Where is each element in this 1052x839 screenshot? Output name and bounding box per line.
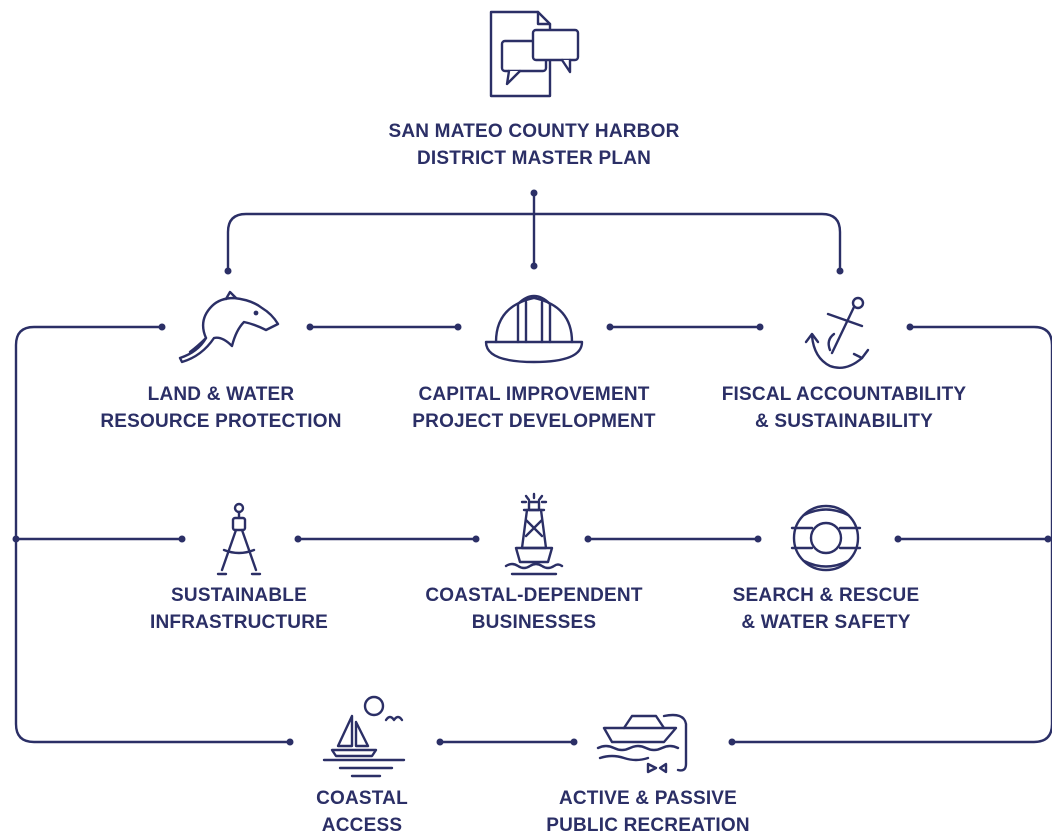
life-ring-icon [790, 504, 862, 572]
hard-hat-icon [484, 294, 584, 364]
dolphin-icon [178, 290, 280, 364]
node-label-coastal-dependent: COASTAL-DEPENDENT BUSINESSES [425, 585, 643, 633]
drafting-compass-icon [216, 502, 262, 576]
node-label-coastal-access: COASTAL ACCESS [316, 788, 408, 836]
anchor-icon [804, 296, 870, 369]
node-label-recreation: ACTIVE & PASSIVE PUBLIC RECREATION [546, 788, 750, 836]
node-label-land-water: LAND & WATER RESOURCE PROTECTION [100, 384, 342, 432]
buoy-lighthouse-icon [504, 492, 564, 576]
node-label-search-rescue: SEARCH & RESCUE & WATER SAFETY [732, 585, 920, 633]
document-speech-bubbles-icon [489, 10, 580, 98]
node-label-capital-improvement: CAPITAL IMPROVEMENT PROJECT DEVELOPMENT [412, 384, 656, 432]
sailboat-sunset-icon [322, 695, 406, 778]
boat-fishing-icon [596, 713, 688, 774]
node-label-sustainable-infrastructure: SUSTAINABLE INFRASTRUCTURE [149, 585, 329, 633]
node-label-fiscal: FISCAL ACCOUNTABILITY & SUSTAINABILITY [721, 384, 967, 432]
master-plan-title: SAN MATEO COUNTY HARBOR DISTRICT MASTER … [388, 121, 680, 169]
connector-lines [14, 191, 1052, 744]
connector-dots [12, 189, 1052, 746]
